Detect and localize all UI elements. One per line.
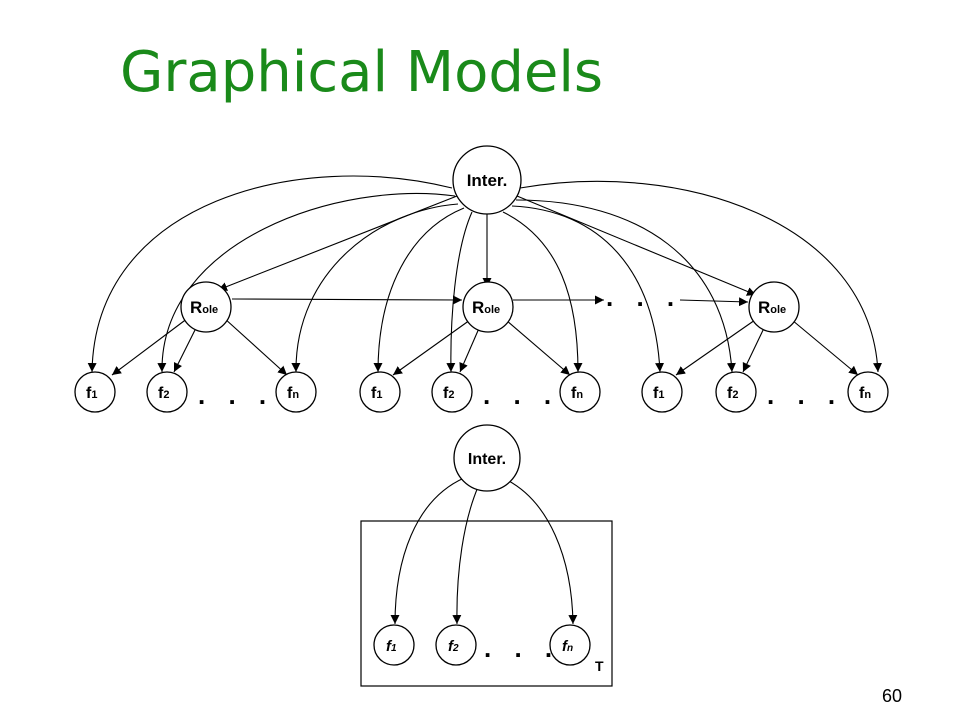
node-inter-top-label: Inter. xyxy=(467,171,508,190)
svg-text:f1: f1 xyxy=(653,385,664,402)
edge-role2-fn xyxy=(505,319,571,376)
edge-inter-f1-group1 xyxy=(87,175,453,373)
svg-text:fn: fn xyxy=(287,385,299,402)
svg-text:fn: fn xyxy=(562,638,573,655)
edge-inter-f2-group1 xyxy=(157,192,456,373)
svg-text:fn: fn xyxy=(859,385,871,402)
node-bottom-f1: f1 xyxy=(373,624,415,666)
edge-inter-f1-group2 xyxy=(373,207,465,373)
node-fn-group3: fn xyxy=(847,371,889,413)
page-number: 60 xyxy=(882,686,903,706)
node-inter-top: Inter. xyxy=(452,145,522,215)
node-fn-group1: fn xyxy=(275,371,317,413)
edge-role2-f2 xyxy=(459,325,481,373)
svg-text:Role: Role xyxy=(758,298,786,317)
bottom-features-ellipsis: . . . xyxy=(484,633,560,663)
edge-role1-f2 xyxy=(173,323,199,373)
edge-inter-role1 xyxy=(217,195,458,291)
features-ellipsis-group2: . . . xyxy=(483,380,559,410)
svg-text:f2: f2 xyxy=(448,638,459,655)
edge-role1-f1 xyxy=(111,317,189,376)
svg-text:f1: f1 xyxy=(86,385,97,402)
edge-inter-f2-group3 xyxy=(515,199,736,373)
role-chain-ellipsis: . . . xyxy=(606,282,682,312)
edge-role2-f1 xyxy=(392,319,471,376)
node-bottom-fn: fn xyxy=(549,624,591,666)
node-f1-group2: f1 xyxy=(359,371,401,413)
features-ellipsis-group3: . . . xyxy=(767,380,843,410)
svg-text:f2: f2 xyxy=(158,385,169,402)
node-f2-group2: f2 xyxy=(431,371,473,413)
edge-inter-fn-group3 xyxy=(519,180,883,373)
node-bottom-f2: f2 xyxy=(435,624,477,666)
svg-text:f1: f1 xyxy=(386,638,397,655)
edge-inter-role3 xyxy=(516,195,757,296)
bottom-edges xyxy=(390,477,578,625)
edge-inter-fn-group2 xyxy=(502,211,583,373)
svg-text:Role: Role xyxy=(190,298,218,317)
top-edges xyxy=(87,175,883,376)
features-ellipsis-group1: . . . xyxy=(198,380,274,410)
node-f1-group3: f1 xyxy=(641,371,683,413)
node-role-2: Role xyxy=(462,281,514,333)
edge-bottom-inter-f1 xyxy=(390,477,465,625)
node-fn-group2: fn xyxy=(559,371,601,413)
slide-title: Graphical Models xyxy=(120,40,604,105)
edge-role1-fn xyxy=(223,317,288,376)
svg-text:fn: fn xyxy=(571,385,583,402)
node-role-1: Role xyxy=(180,281,232,333)
node-inter-bottom-label: Inter. xyxy=(468,451,506,468)
svg-text:f2: f2 xyxy=(443,385,454,402)
edge-role1-role2 xyxy=(231,295,463,305)
node-role-3: Role xyxy=(748,281,800,333)
plate-box xyxy=(360,520,613,687)
edge-role3-f2 xyxy=(742,325,766,373)
edge-role3-fn xyxy=(791,319,859,376)
edge-bottom-inter-f2 xyxy=(452,486,479,625)
svg-text:Role: Role xyxy=(472,298,500,317)
svg-text:f1: f1 xyxy=(371,385,382,402)
svg-text:f2: f2 xyxy=(727,385,738,402)
plate-label: T xyxy=(595,658,604,674)
edge-role3-f1 xyxy=(675,319,756,376)
edge-inter-fn-group1 xyxy=(291,203,459,373)
edge-bottom-inter-fn xyxy=(502,477,578,625)
edge-inter-f2-group2 xyxy=(446,211,473,373)
node-inter-bottom: Inter. xyxy=(453,424,521,492)
edge-inter-f1-group3 xyxy=(511,205,665,373)
node-f1-group1: f1 xyxy=(74,371,116,413)
node-f2-group1: f2 xyxy=(146,371,188,413)
edge-dots-role3 xyxy=(679,297,749,307)
node-f2-group3: f2 xyxy=(715,371,757,413)
